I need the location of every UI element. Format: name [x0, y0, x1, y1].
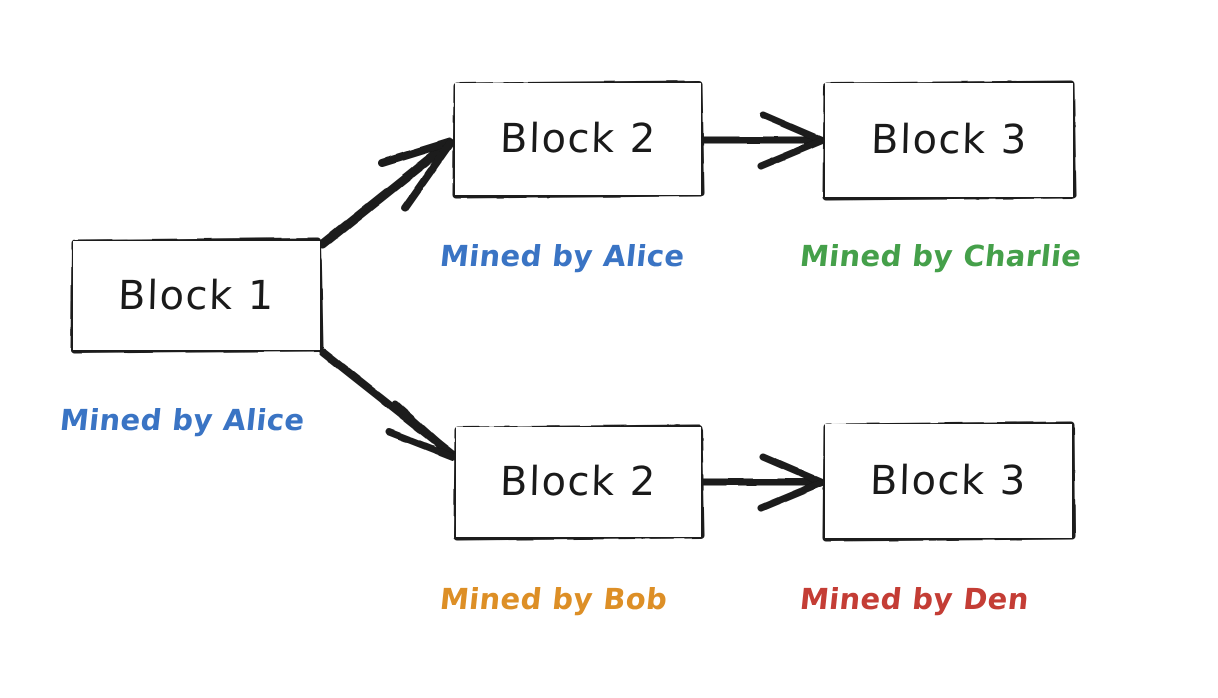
arrow-block2-to-block3-upper: [699, 111, 825, 170]
block-label: Block 2: [499, 459, 658, 505]
miner-label-block-2-upper: Mined by Alice: [438, 239, 687, 273]
block-label: Block 3: [869, 117, 1029, 163]
block-node-block-2-lower[interactable]: Block 2: [456, 427, 701, 537]
block-node-block-3-lower[interactable]: Block 3: [825, 424, 1072, 538]
block-label: Block 1: [117, 272, 276, 319]
block-label: Block 2: [498, 116, 658, 162]
miner-label-block-3-upper: Mined by Charlie: [798, 239, 1084, 273]
block-node-block-3-upper[interactable]: Block 3: [825, 83, 1073, 197]
miner-label-block-1: Mined by Alice: [58, 403, 307, 437]
block-node-block-2-upper[interactable]: Block 2: [455, 83, 701, 195]
arrow-block1-to-block2-upper: [318, 138, 454, 249]
arrow-block1-to-block2-lower: [319, 348, 457, 461]
block-node-block-1[interactable]: Block 1: [73, 241, 320, 350]
arrow-block2-to-block3-lower: [699, 453, 825, 512]
miner-label-block-2-lower: Mined by Bob: [438, 582, 670, 616]
block-label: Block 3: [869, 458, 1028, 504]
miner-label-block-3-lower: Mined by Den: [798, 582, 1031, 616]
